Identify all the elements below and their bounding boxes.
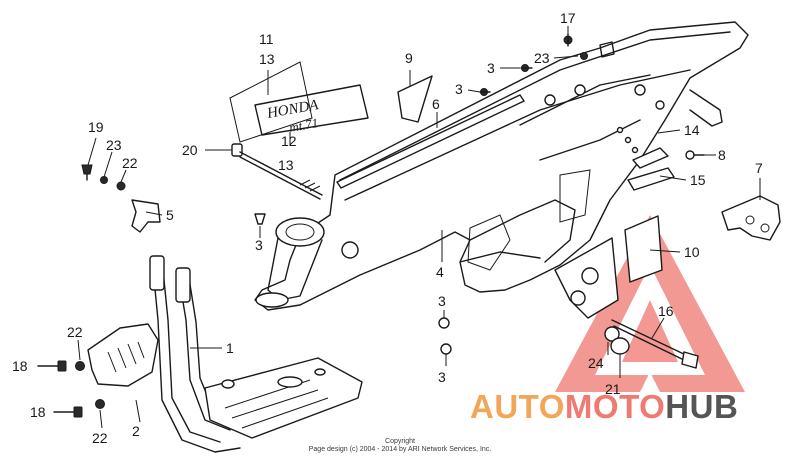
rod-part-6 [336, 94, 525, 189]
callout-22a: 22 [122, 155, 138, 171]
callout-18b: 18 [30, 404, 46, 420]
bolt-part-19 [81, 164, 93, 181]
callout-13b: 13 [278, 157, 294, 173]
callout-23b: 23 [106, 137, 122, 153]
callout-10: 10 [684, 244, 700, 260]
bolt-part-3-c [254, 213, 266, 225]
bracket-part-5 [131, 199, 161, 233]
bolt-part-3-d [438, 317, 450, 329]
callout-21: 21 [605, 381, 621, 397]
nut-part-22-c [95, 399, 105, 409]
bolt-part-3-e [440, 343, 452, 355]
callout-12: 12 [281, 133, 297, 149]
callout-11: 11 [259, 31, 274, 47]
callout-17: 17 [560, 10, 576, 26]
pad-part-14 [632, 147, 669, 169]
callout-5: 5 [166, 207, 174, 223]
callout-4: 4 [436, 264, 444, 280]
callout-6: 6 [432, 96, 440, 112]
nut-part-23-a [580, 52, 588, 60]
bolt-part-3-a [520, 64, 533, 72]
callout-3a: 3 [487, 60, 495, 76]
callout-14: 14 [684, 122, 700, 138]
emblem-text-line2: mt.71 [288, 115, 319, 135]
sticker-part-13 [229, 61, 313, 143]
callout-18a: 18 [12, 358, 28, 374]
callout-16: 16 [658, 303, 674, 319]
callout-23a: 23 [534, 50, 550, 66]
callout-19: 19 [88, 119, 104, 135]
callout-22b: 22 [67, 324, 83, 340]
plate-part-9 [397, 75, 433, 123]
copyright-line1: Copyright [385, 438, 415, 445]
callout-24: 24 [588, 355, 604, 371]
nut-part-22-a [116, 181, 126, 191]
callout-3e: 3 [438, 369, 446, 385]
step-plate [204, 357, 363, 439]
callout-13a: 13 [259, 51, 275, 67]
watermark-word-hub: HUB [665, 388, 738, 425]
copyright-notice: Copyright Page design (c) 2004 - 2014 by… [0, 438, 800, 454]
bolt-part-16 [611, 319, 699, 369]
bolt-part-20 [231, 143, 323, 200]
callout-2: 2 [132, 423, 140, 439]
callout-8: 8 [718, 147, 726, 163]
watermark-triangle-core [622, 300, 678, 362]
callout-9: 9 [405, 50, 413, 66]
callout-3b: 3 [455, 81, 463, 97]
watermark-word-moto: MOTO [565, 388, 665, 425]
nut-part-24 [604, 326, 620, 342]
guard-part-2 [87, 323, 159, 387]
watermark-wordmark: AUTOMOTOHUB [470, 388, 738, 425]
pad-part-15 [627, 167, 675, 191]
bolt-part-3-b [479, 88, 491, 96]
plate-part-10 [624, 215, 663, 283]
svg-text:AUTOMOTOHUB: AUTOMOTOHUB [470, 388, 738, 425]
callout-3d: 3 [438, 293, 446, 309]
callout-22c: 22 [92, 430, 108, 446]
callout-20: 20 [182, 142, 198, 158]
leader-lines [77, 26, 761, 429]
callout-numbers: 11 13 9 3 3 17 23 6 12 13 20 19 23 22 5 … [12, 10, 763, 446]
washer-part-23-b [100, 176, 108, 184]
bolt-part-18-b [53, 406, 83, 418]
nut-part-22-b [75, 361, 85, 371]
callout-1: 1 [226, 340, 234, 356]
main-frame [254, 21, 749, 311]
callout-15: 15 [690, 172, 706, 188]
callout-7: 7 [755, 160, 763, 176]
bracket-part-7 [721, 195, 781, 241]
washer-part-21 [610, 337, 630, 355]
copyright-line2: Page design (c) 2004 - 2014 by ARI Netwo… [308, 446, 492, 453]
watermark-word-auto: AUTO [470, 388, 565, 425]
bolt-part-18-a [37, 360, 67, 372]
emblem-part-12: HONDA mt.71 [254, 84, 369, 136]
callout-3c: 3 [255, 237, 263, 253]
